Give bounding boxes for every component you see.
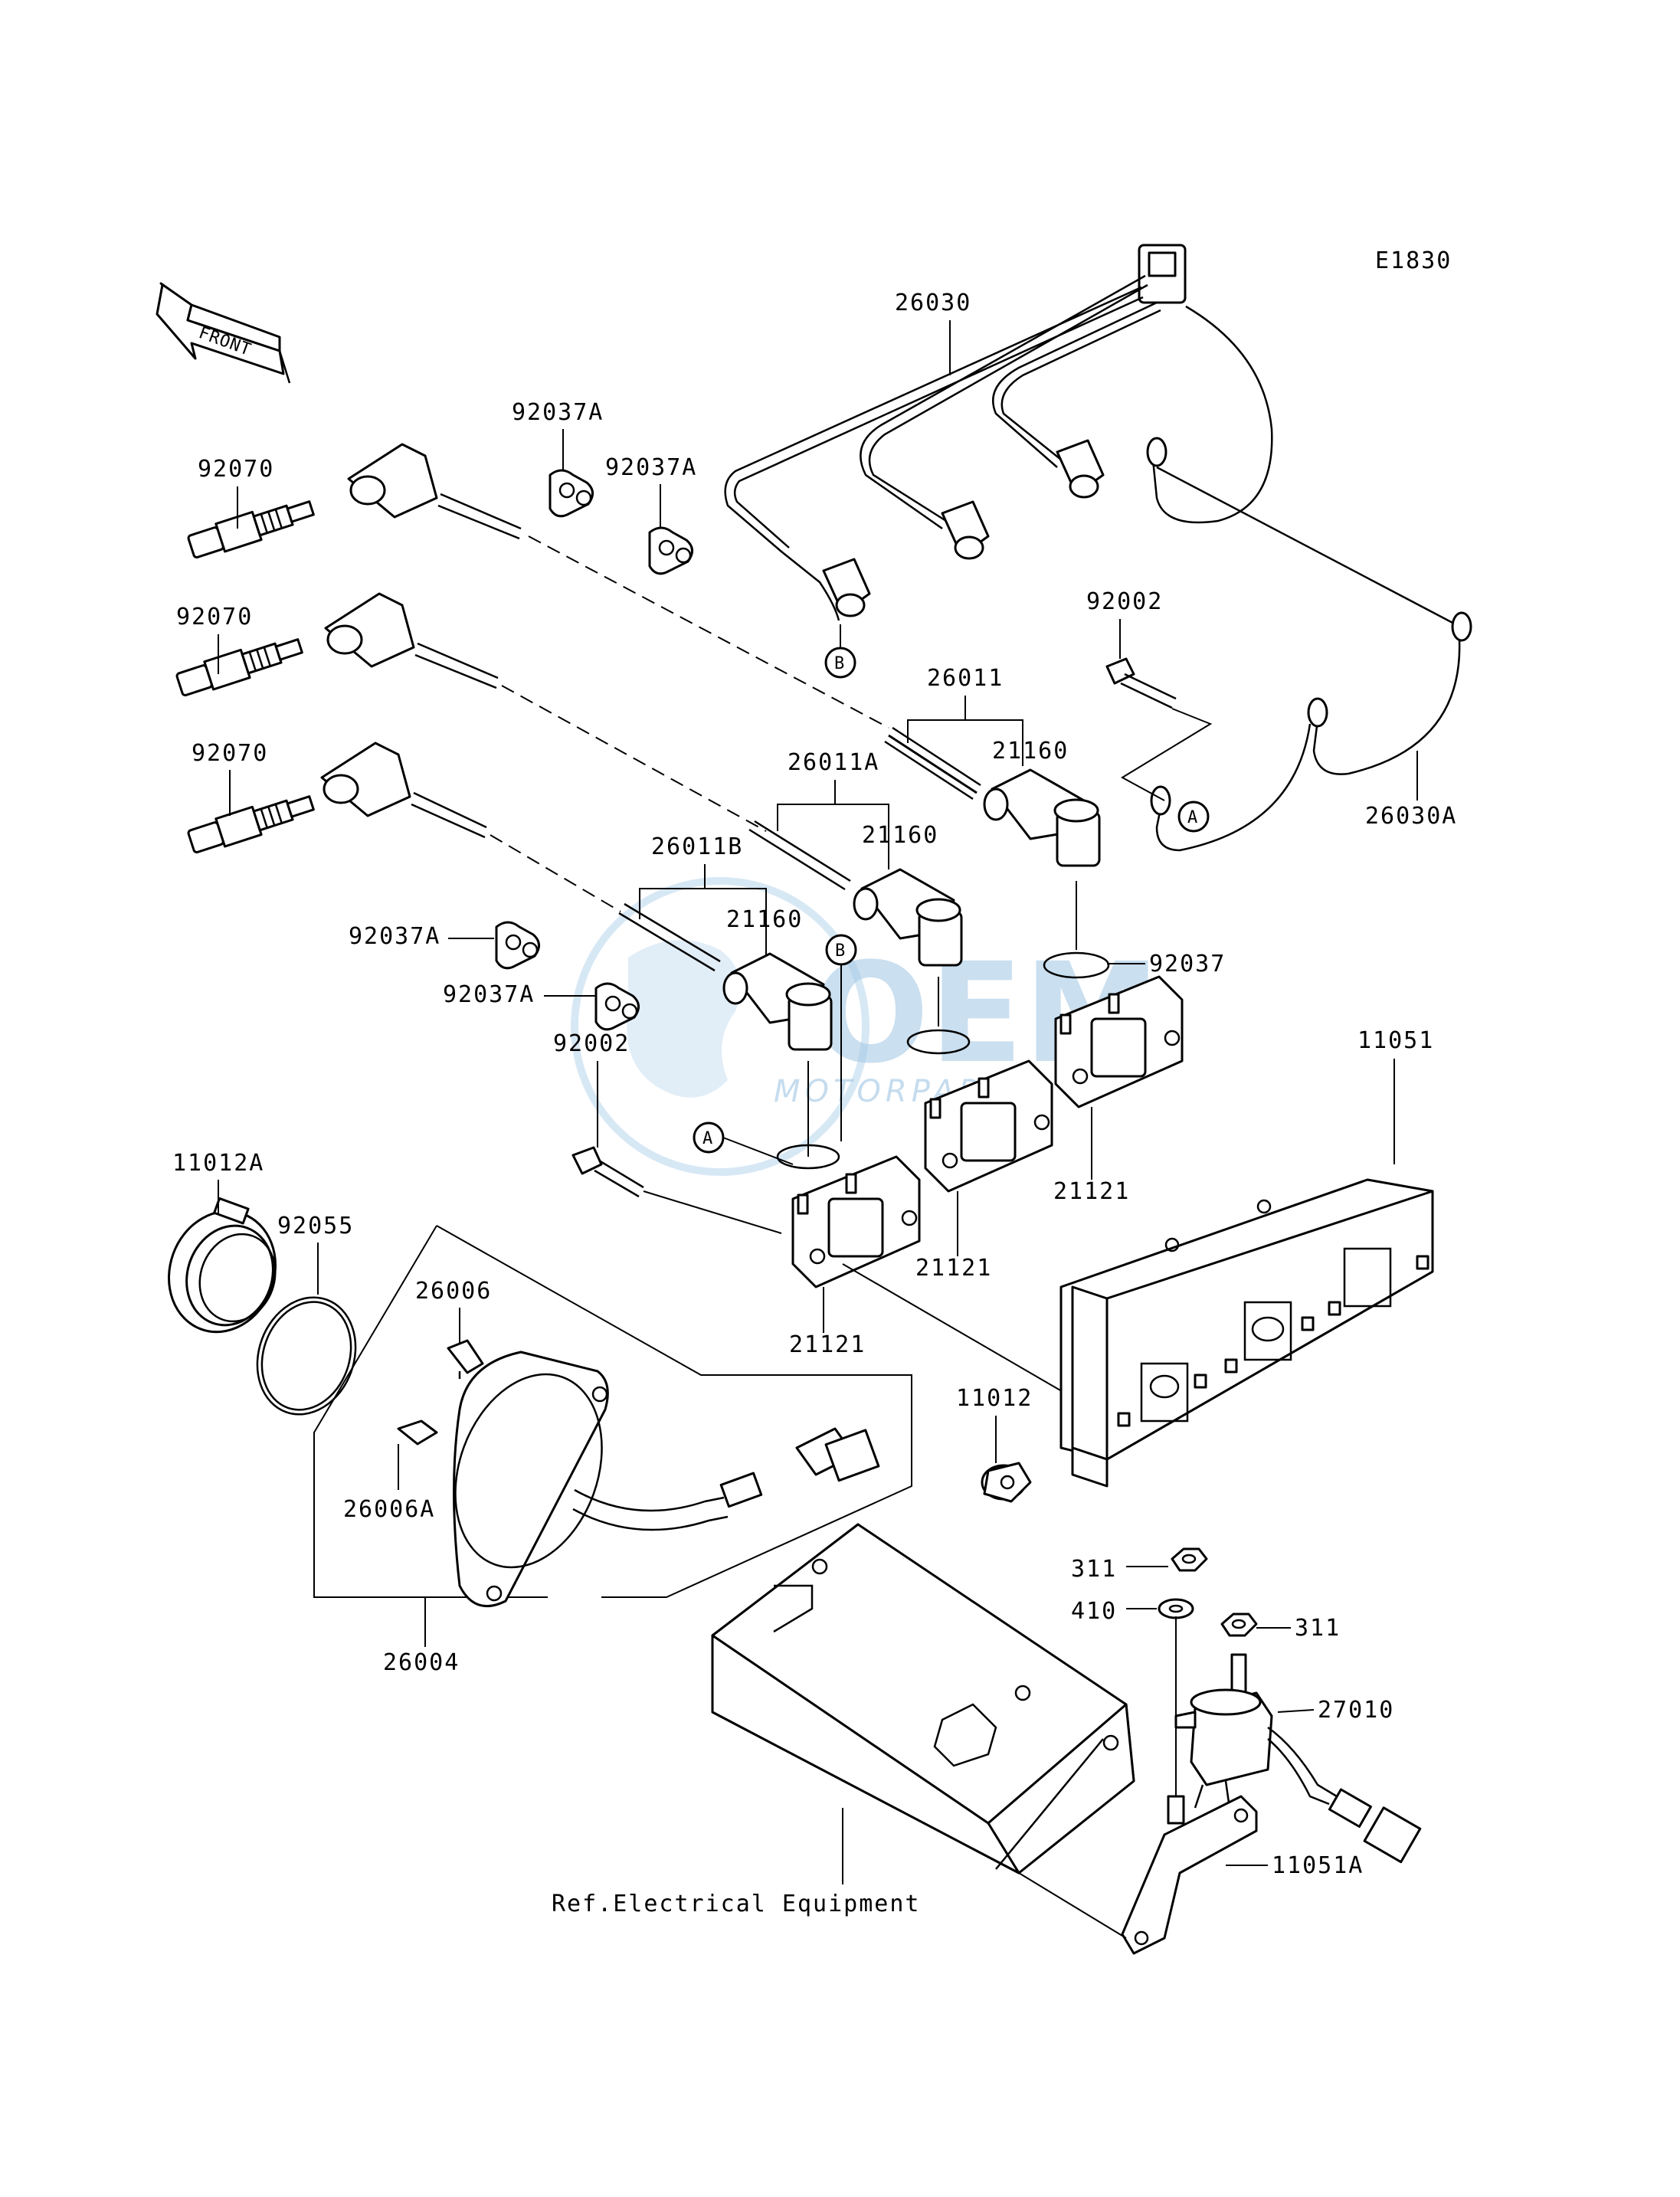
label-311-2: 311 [1295, 1615, 1341, 1642]
fuse-case [453, 1351, 880, 1608]
label-92002-1: 92002 [1086, 588, 1163, 615]
callout-a-right: A [1177, 801, 1210, 833]
clamp-92037A-1 [549, 469, 594, 518]
spark-plug-2 [175, 638, 303, 696]
plug-lead-26011A [748, 820, 851, 891]
plug-cap-middle [324, 592, 499, 689]
cap-11012 [981, 1462, 1032, 1503]
svg-text:B: B [834, 654, 845, 673]
label-11051: 11051 [1357, 1027, 1434, 1054]
clamp-92037A-4 [594, 982, 640, 1031]
plug-lead-26011 [884, 726, 981, 801]
label-92070-1: 92070 [198, 456, 274, 483]
nut-311-1 [1171, 1547, 1208, 1572]
label-410: 410 [1071, 1598, 1117, 1625]
label-21121-2: 21121 [915, 1255, 992, 1282]
plug-cap-top [347, 443, 522, 540]
label-21121-1: 21121 [1053, 1178, 1130, 1205]
washer-410 [1158, 1598, 1194, 1619]
label-26011A: 26011A [788, 749, 879, 776]
coil-bracket-11051 [1059, 1178, 1434, 1488]
label-21160-1: 21160 [992, 738, 1069, 765]
label-26011B: 26011B [651, 833, 743, 860]
fuse-26006A [397, 1419, 438, 1446]
label-26004: 26004 [383, 1649, 460, 1676]
label-311-1: 311 [1071, 1556, 1117, 1583]
label-26006A: 26006A [343, 1496, 435, 1523]
diagram-code: E1830 [1375, 247, 1452, 274]
nut-311-2 [1220, 1613, 1258, 1637]
reference-note: Ref.Electrical Equipment [552, 1891, 920, 1917]
bolt-92002-top [1105, 657, 1177, 709]
callout-b-top: B [824, 647, 856, 679]
label-92037A-4: 92037A [443, 981, 535, 1008]
fuse-26006 [447, 1339, 484, 1379]
clip-92037 [776, 951, 1110, 1170]
label-92037A-1: 92037A [512, 399, 604, 426]
label-21160-2: 21160 [862, 822, 938, 849]
label-92055: 92055 [277, 1213, 354, 1239]
label-21121-3: 21121 [789, 1331, 866, 1358]
label-26030A: 26030A [1365, 803, 1457, 830]
relay-bracket-11051A [1121, 1795, 1258, 1955]
svg-text:B: B [835, 941, 846, 961]
label-27010: 27010 [1318, 1697, 1394, 1724]
label-21160-3: 21160 [726, 906, 803, 933]
cap-11012A [167, 1197, 277, 1334]
coil-cap-21160-3 [722, 952, 833, 1051]
clamp-92037A-3 [495, 921, 540, 970]
label-11012A: 11012A [172, 1150, 264, 1177]
label-11012: 11012 [956, 1385, 1033, 1412]
coil-cap-21160-2 [853, 868, 963, 967]
ignition-coil-2 [924, 1059, 1053, 1193]
label-26006: 26006 [415, 1278, 492, 1305]
label-92070-2: 92070 [176, 604, 253, 630]
coil-cap-21160-1 [983, 768, 1101, 867]
starter-relay-27010 [1174, 1653, 1422, 1864]
front-arrow-icon: FRONT [156, 282, 291, 384]
svg-text:A: A [702, 1129, 713, 1148]
electrical-cover [711, 1523, 1135, 1874]
ignition-coil-3 [791, 1155, 921, 1288]
svg-text:A: A [1187, 808, 1198, 827]
ignition-harness [724, 244, 1472, 852]
label-92037A-3: 92037A [349, 923, 440, 950]
label-92037: 92037 [1149, 951, 1226, 977]
label-92037A-2: 92037A [605, 454, 697, 481]
ignition-coil-1 [1054, 975, 1184, 1108]
label-26011: 26011 [927, 665, 1004, 692]
spark-plug-1 [187, 500, 315, 558]
o-ring-92055 [256, 1296, 357, 1416]
label-26030: 26030 [895, 290, 971, 316]
callout-b-middle: B [825, 934, 857, 966]
clamp-92037A-2 [648, 526, 693, 575]
spark-plug-3 [187, 795, 315, 853]
plug-cap-bottom [320, 742, 487, 839]
bolt-92002-bottom [571, 1146, 644, 1198]
label-92070-3: 92070 [192, 740, 268, 767]
callout-a-left: A [693, 1121, 725, 1154]
label-11051A: 11051A [1272, 1852, 1364, 1879]
label-92002-2: 92002 [553, 1030, 630, 1057]
